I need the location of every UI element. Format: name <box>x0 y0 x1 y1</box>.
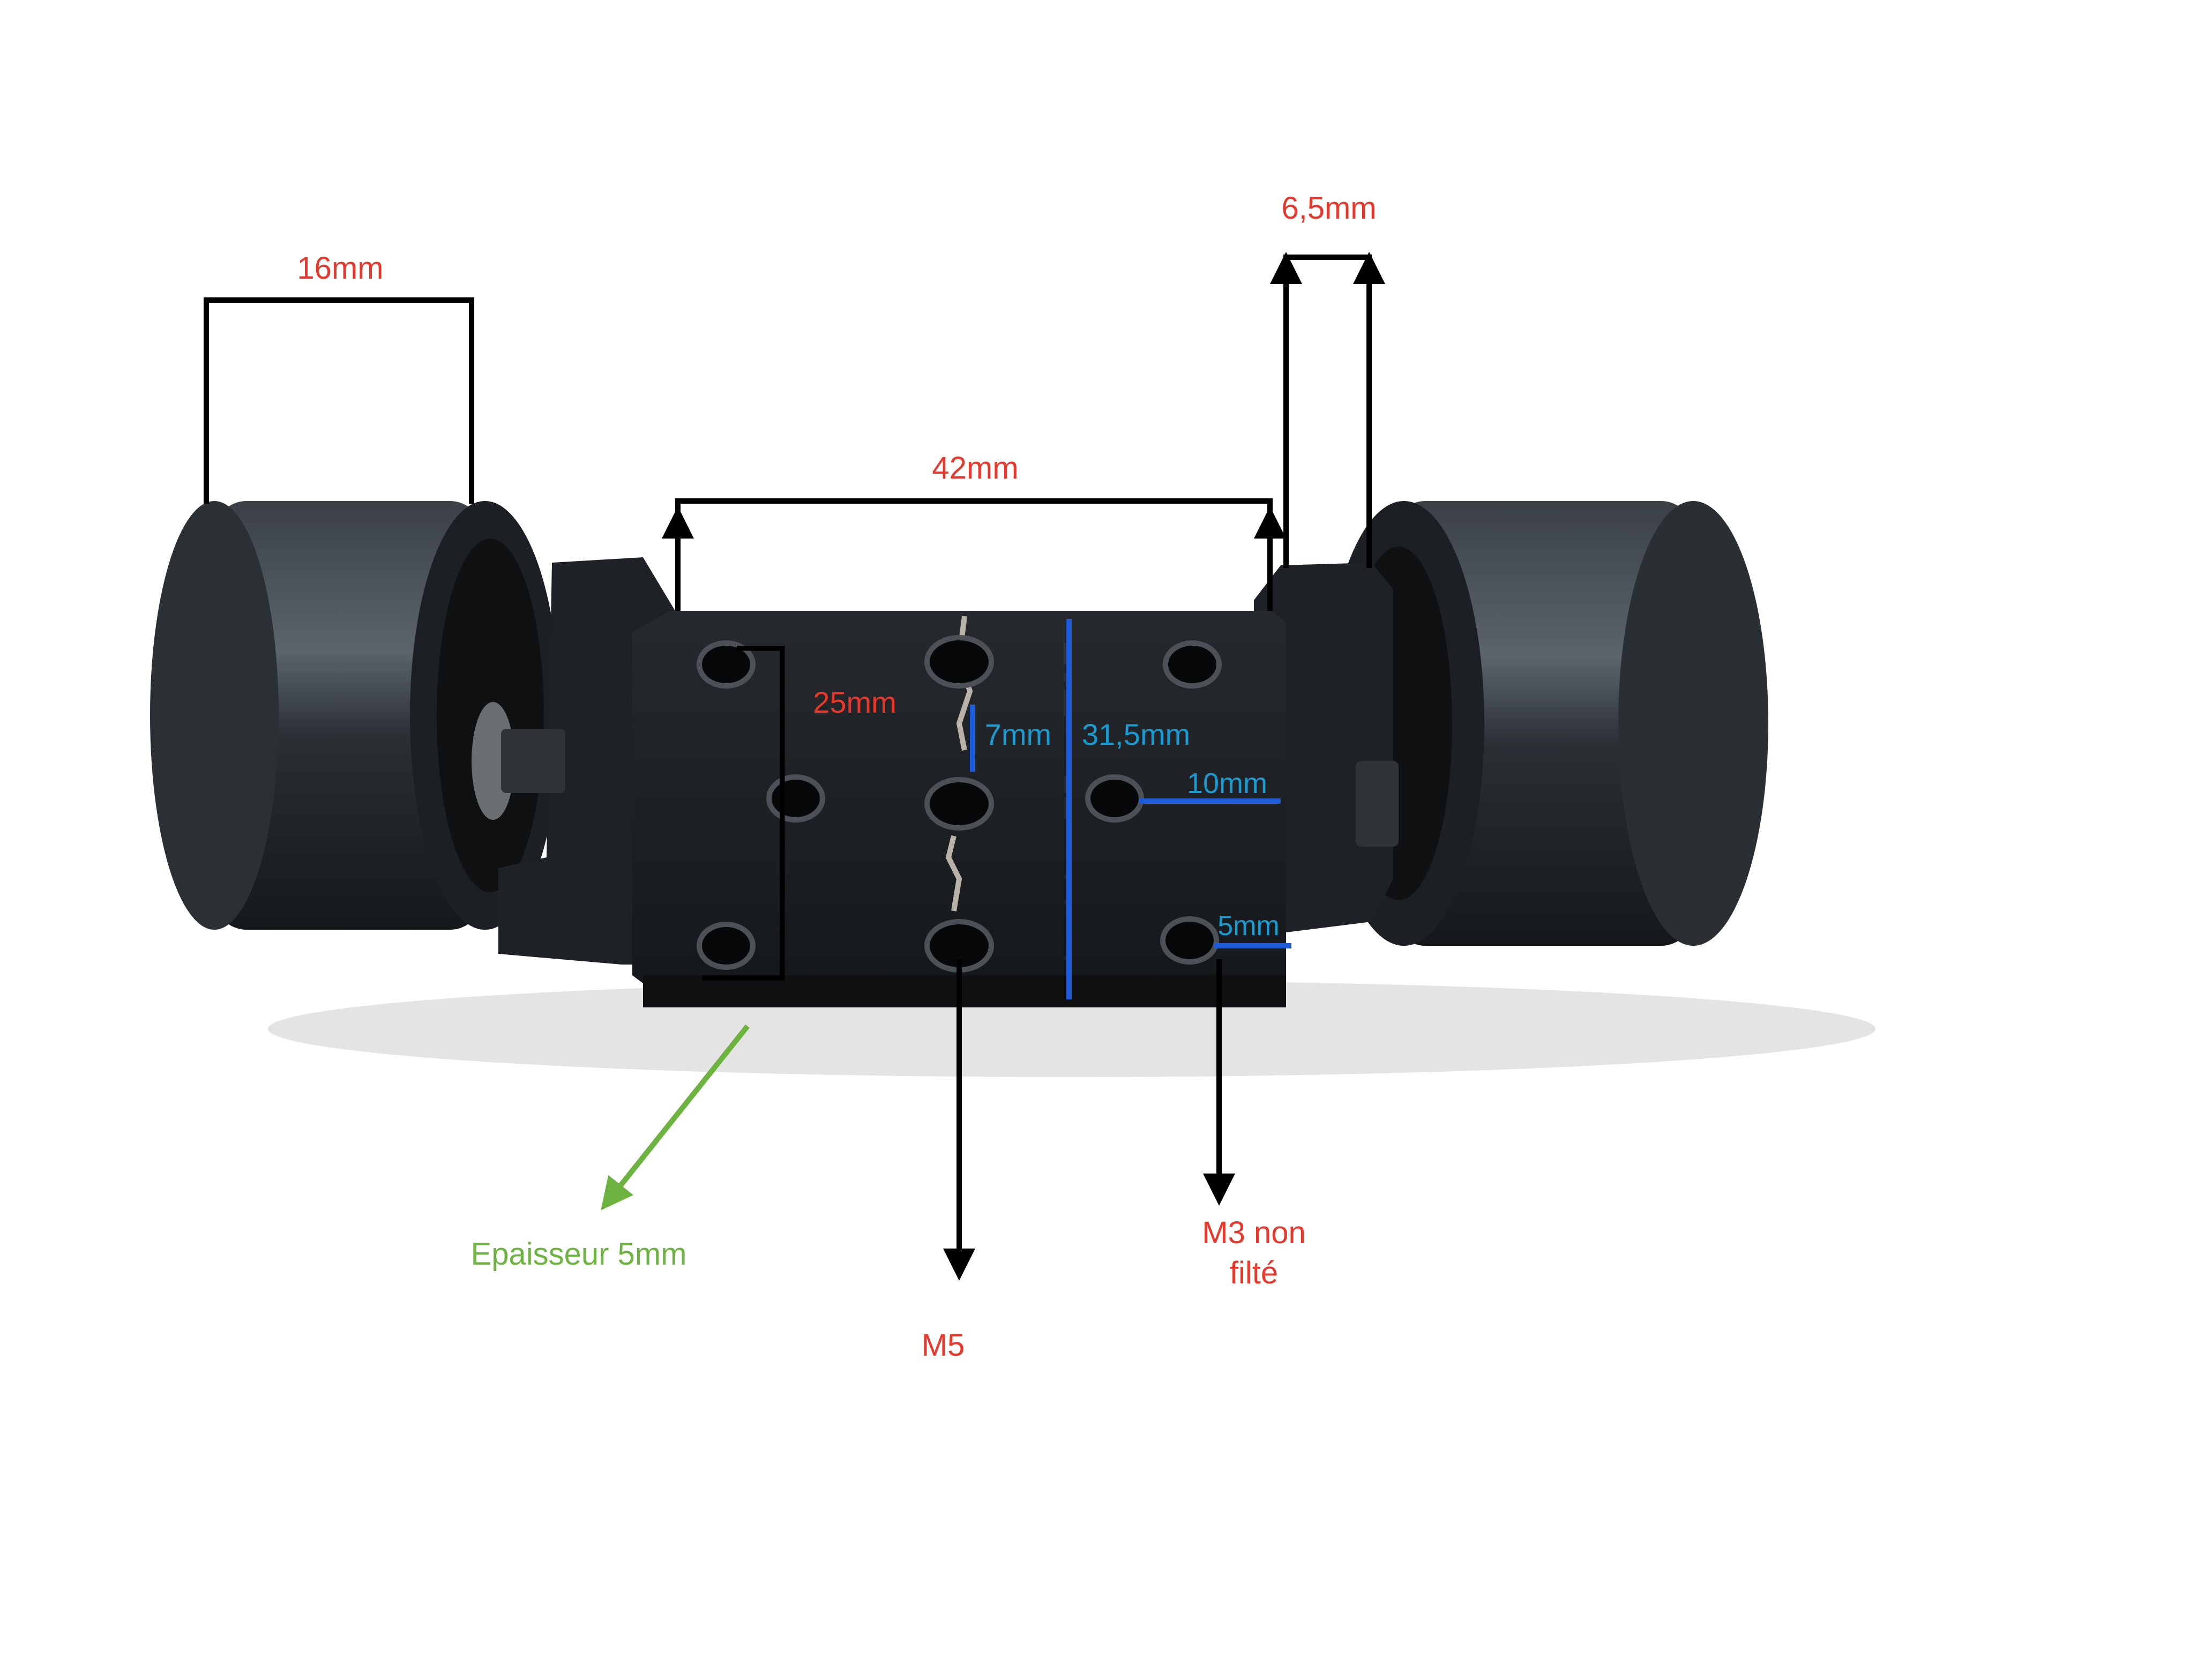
left-ring <box>150 501 560 930</box>
label-10mm: 10mm <box>1187 767 1267 799</box>
bracket-25mm <box>702 646 785 981</box>
dimension-6-5mm <box>1283 255 1372 568</box>
label-thickness: Epaisseur 5mm <box>471 1237 687 1272</box>
hole-right-mid <box>1085 774 1144 823</box>
hole-center-mid <box>924 777 994 831</box>
dimension-42mm <box>675 498 1273 611</box>
arrow-thickness <box>601 1024 750 1210</box>
dimension-lines <box>204 252 1385 1281</box>
hole-right-bottom <box>1160 916 1219 965</box>
dimension-labels: 16mm 6,5mm 42mm 25mm 7mm 31,5mm 10mm 5mm… <box>297 191 1376 1363</box>
bracket-16mm <box>204 297 474 504</box>
label-7mm: 7mm <box>985 718 1051 751</box>
label-5mm: 5mm <box>1217 910 1280 941</box>
hole-right-top <box>1163 640 1222 689</box>
hole-left-top <box>697 640 756 689</box>
plate-holes <box>697 635 1222 973</box>
left-clamp <box>498 557 675 965</box>
label-6-5mm: 6,5mm <box>1281 191 1376 226</box>
label-42mm: 42mm <box>932 451 1018 485</box>
label-m5: M5 <box>922 1328 965 1363</box>
label-16mm: 16mm <box>297 251 383 286</box>
hole-left-bottom <box>697 922 756 970</box>
right-clamp <box>1254 563 1399 932</box>
label-31-5mm: 31,5mm <box>1082 718 1190 751</box>
label-m3-line1: M3 non <box>1202 1215 1305 1250</box>
hole-center-top <box>924 635 994 689</box>
hole-left-mid <box>766 774 825 823</box>
label-25mm: 25mm <box>813 685 896 719</box>
label-m3-line2: filté <box>1230 1256 1278 1290</box>
mount-part <box>150 501 1875 1077</box>
